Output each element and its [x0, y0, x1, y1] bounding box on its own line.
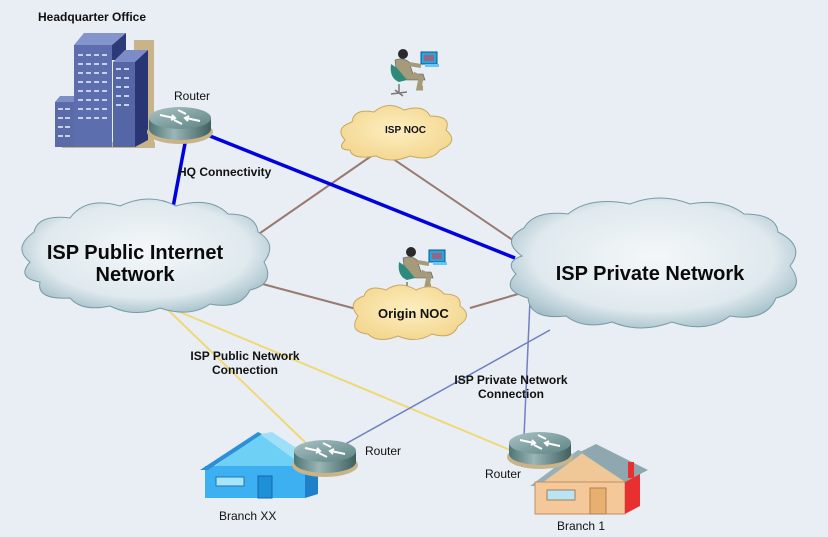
hq-connectivity-label: HQ Connectivity — [178, 165, 272, 179]
link-isp-noc-public — [249, 149, 381, 241]
isp-private-network-connection-label: ISP Private Network Connection — [446, 373, 576, 401]
isp-noc-cloud — [340, 105, 453, 161]
private-conn-label-line2: Connection — [478, 387, 544, 401]
building-windows — [58, 54, 129, 137]
isp-private-network-cloud — [509, 197, 797, 329]
origin-noc-label: Origin NOC — [378, 306, 449, 321]
isp-noc-operator-icon — [391, 49, 439, 96]
link-isp-noc-private — [379, 149, 521, 246]
isp-noc-label: ISP NOC — [385, 125, 426, 136]
link-origin-noc-public — [254, 281, 361, 311]
isp-public-internet-label-line2: Network — [95, 264, 175, 286]
public-conn-branch-1 — [162, 304, 511, 451]
headquarter-building-icon — [55, 33, 155, 148]
branch-1-router-icon — [506, 431, 574, 470]
branch-1-label: Branch 1 — [557, 519, 606, 533]
public-conn-branch-xx — [162, 304, 311, 448]
public-conn-label-line1: ISP Public Network — [190, 349, 300, 363]
branch-xx-label: Branch XX — [219, 509, 277, 523]
hq-link-private — [209, 134, 516, 260]
private-conn-branch-1 — [523, 299, 531, 438]
branch-xx-router-icon — [291, 439, 359, 478]
isp-public-internet-cloud — [21, 198, 271, 313]
hq-router-icon — [146, 106, 214, 145]
isp-private-network-label: ISP Private Network — [555, 263, 745, 285]
private-conn-label-line1: ISP Private Network — [454, 373, 568, 387]
hq-router-label: Router — [174, 89, 211, 103]
origin-noc-cloud — [352, 284, 467, 340]
isp-public-internet-label-line1: ISP Public Internet — [46, 242, 224, 264]
private-conn-branch-xx — [339, 329, 551, 448]
isp-public-network-connection-label: ISP Public Network Connection — [180, 349, 310, 377]
headquarter-office-label: Headquarter Office — [38, 10, 147, 24]
public-conn-label-line2: Connection — [212, 363, 278, 377]
branch-1-router-label: Router — [485, 467, 522, 481]
branch-xx-house-icon — [200, 432, 318, 499]
isp-public-internet-label: ISP Public Internet Network — [20, 242, 250, 286]
link-origin-noc-private — [469, 291, 526, 309]
branch-1-house-icon — [530, 444, 648, 515]
branch-xx-router-label: Router — [365, 444, 402, 458]
connection-lines — [162, 134, 551, 451]
